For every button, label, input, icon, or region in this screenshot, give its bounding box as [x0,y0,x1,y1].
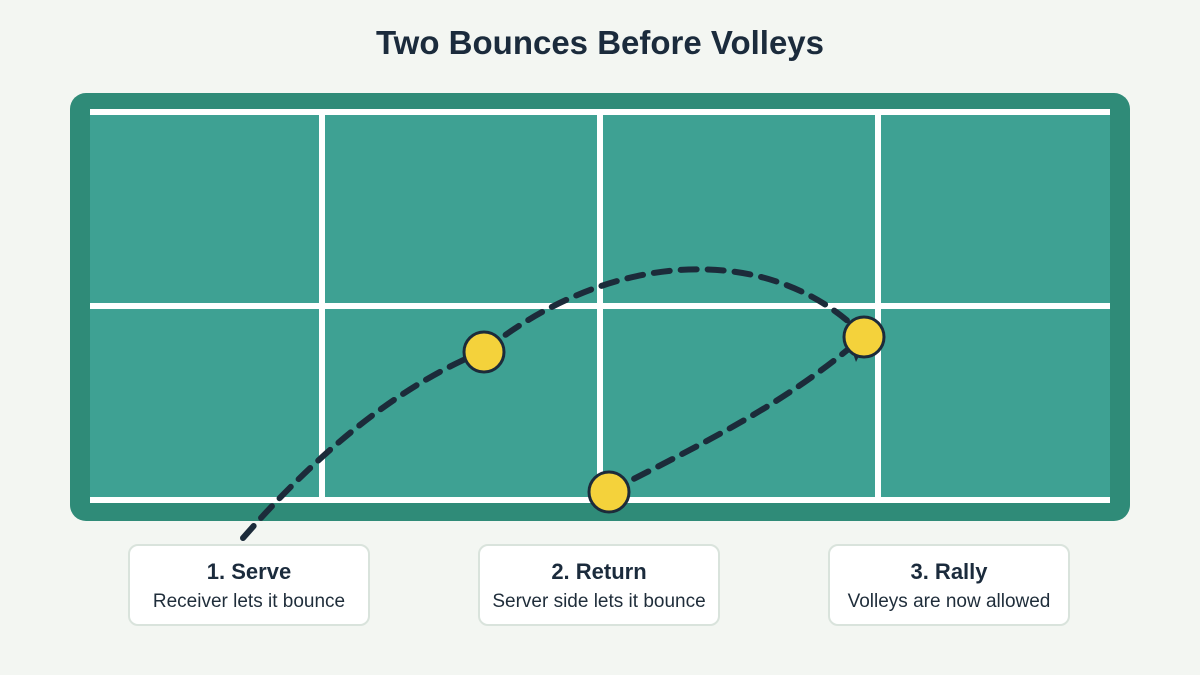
court-lines [90,109,1110,503]
ball-bounce-3 [587,470,631,514]
ball-bounce-2 [842,315,886,359]
rally-path [607,333,867,494]
step-title-serve: 1. Serve [206,559,292,584]
step-card-rally: 3. Rally Volleys are now allowed [828,544,1070,626]
step-desc-rally: Volleys are now allowed [847,591,1051,612]
diagram-title: Two Bounces Before Volleys [375,24,825,61]
serve-path [240,348,487,541]
step-desc-return: Server side lets it bounce [492,591,706,612]
step-title-rally: 3. Rally [910,559,988,584]
step-title-return: 2. Return [551,559,647,584]
return-path [481,266,867,354]
ball-bounce-1 [462,330,506,374]
step-card-return: 2. Return Server side lets it bounce [478,544,720,626]
step-card-serve: 1. Serve Receiver lets it bounce [128,544,370,626]
step-desc-serve: Receiver lets it bounce [152,591,346,612]
